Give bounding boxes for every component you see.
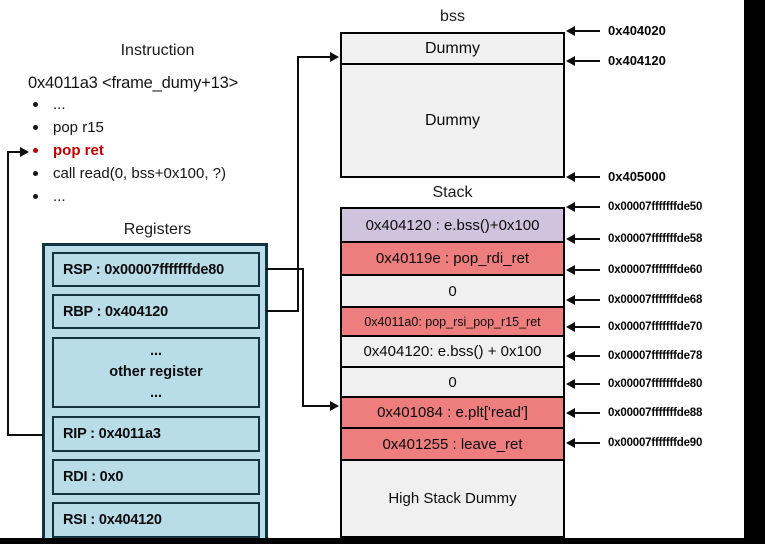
arrow-line bbox=[575, 206, 600, 208]
arrow-left-icon bbox=[566, 351, 575, 361]
instruction-header: 0x4011a3 <frame_dumy+13> bbox=[28, 74, 239, 92]
register-other-label: other register bbox=[109, 364, 203, 380]
register-rsp: RSP : 0x00007fffffffde80 bbox=[52, 252, 260, 287]
arrow-left-icon bbox=[566, 234, 575, 244]
arrow-left-icon bbox=[566, 379, 575, 389]
connector-line bbox=[297, 57, 299, 312]
arrow-right-icon bbox=[330, 52, 339, 62]
instruction-item-label: ... bbox=[53, 188, 66, 205]
arrow-line bbox=[575, 299, 600, 301]
bullet-icon bbox=[33, 125, 38, 130]
stack-address-label: 0x00007fffffffde78 bbox=[608, 350, 703, 362]
stack-row: 0x401084 : e.plt['read'] bbox=[342, 398, 563, 429]
stack-box: 0x404120 : e.bss()+0x100 0x40119e : pop_… bbox=[340, 207, 565, 538]
arrow-left-icon bbox=[566, 172, 575, 182]
stack-address-label: 0x00007fffffffde88 bbox=[608, 407, 703, 419]
connector-line bbox=[302, 268, 304, 407]
connector-line bbox=[297, 56, 331, 58]
arrow-left-icon bbox=[566, 202, 575, 212]
arrow-line bbox=[575, 269, 600, 271]
register-rsi: RSI : 0x404120 bbox=[52, 502, 260, 538]
instruction-item-label: pop ret bbox=[53, 142, 104, 159]
bss-address-label: 0x404020 bbox=[608, 23, 666, 38]
arrow-line bbox=[575, 30, 600, 32]
stack-row: 0x404120: e.bss() + 0x100 bbox=[342, 337, 563, 368]
register-rbp: RBP : 0x404120 bbox=[52, 294, 260, 329]
bss-address-label: 0x404120 bbox=[608, 53, 666, 68]
register-other-ellipsis-bottom: ... bbox=[149, 385, 163, 401]
arrow-left-icon bbox=[566, 295, 575, 305]
instruction-item: ... bbox=[30, 93, 290, 116]
stack-row: High Stack Dummy bbox=[342, 461, 563, 536]
instruction-item-label: call read(0, bss+0x100, ?) bbox=[53, 165, 227, 182]
bullet-icon bbox=[33, 102, 38, 107]
instruction-item-label: pop r15 bbox=[53, 119, 104, 136]
instruction-item: ... bbox=[30, 185, 290, 208]
bss-title: bss bbox=[440, 8, 465, 25]
register-rdi: RDI : 0x0 bbox=[52, 459, 260, 495]
arrow-line bbox=[575, 326, 600, 328]
arrow-right-icon bbox=[330, 401, 339, 411]
arrow-right-icon bbox=[20, 147, 29, 157]
stack-address-label: 0x00007fffffffde70 bbox=[608, 321, 703, 333]
stack-title: Stack bbox=[432, 184, 473, 201]
arrow-left-icon bbox=[566, 56, 575, 66]
instruction-item-current: pop ret bbox=[30, 139, 290, 162]
stack-address-label: 0x00007fffffffde68 bbox=[608, 294, 703, 306]
instruction-item-label: ... bbox=[53, 96, 66, 113]
instruction-item: call read(0, bss+0x100, ?) bbox=[30, 162, 290, 185]
arrow-left-icon bbox=[566, 408, 575, 418]
stack-row: 0 bbox=[342, 276, 563, 308]
stack-row: 0x40119e : pop_rdi_ret bbox=[342, 243, 563, 276]
instruction-list: ... pop r15 pop ret call read(0, bss+0x1… bbox=[30, 93, 290, 208]
bss-box: Dummy Dummy bbox=[340, 32, 565, 178]
bss-address-label: 0x405000 bbox=[608, 169, 666, 184]
stack-row: 0x401255 : leave_ret bbox=[342, 429, 563, 461]
connector-line bbox=[266, 310, 299, 312]
stack-address-label: 0x00007fffffffde58 bbox=[608, 233, 703, 245]
register-rip: RIP : 0x4011a3 bbox=[52, 416, 260, 452]
registers-title: Registers bbox=[123, 221, 192, 238]
arrow-line bbox=[575, 60, 600, 62]
arrow-left-icon bbox=[566, 265, 575, 275]
stack-row: 0x4011a0: pop_rsi_pop_r15_ret bbox=[342, 308, 563, 337]
connector-line bbox=[266, 268, 304, 270]
arrow-line bbox=[575, 412, 600, 414]
instruction-title: Instruction bbox=[120, 42, 195, 59]
frame-edge-bottom bbox=[0, 538, 765, 544]
frame-edge-right bbox=[744, 0, 765, 544]
arrow-line bbox=[575, 442, 600, 444]
arrow-left-icon bbox=[566, 26, 575, 36]
arrow-line bbox=[575, 176, 600, 178]
arrow-left-icon bbox=[566, 322, 575, 332]
connector-line bbox=[7, 151, 9, 436]
bullet-icon bbox=[33, 148, 38, 153]
stack-address-label: 0x00007fffffffde80 bbox=[608, 378, 703, 390]
arrow-left-icon bbox=[566, 438, 575, 448]
arrow-line bbox=[575, 355, 600, 357]
stack-row: 0x404120 : e.bss()+0x100 bbox=[342, 209, 563, 243]
connector-line bbox=[302, 405, 331, 407]
connector-line bbox=[7, 151, 21, 153]
register-other-ellipsis-top: ... bbox=[149, 343, 163, 359]
bullet-icon bbox=[33, 171, 38, 176]
register-other: ... other register ... bbox=[52, 337, 260, 408]
bullet-icon bbox=[33, 194, 38, 199]
instruction-item: pop r15 bbox=[30, 116, 290, 139]
stack-address-label: 0x00007fffffffde60 bbox=[608, 264, 703, 276]
stack-address-label: 0x00007fffffffde90 bbox=[608, 437, 703, 449]
connector-line bbox=[7, 434, 43, 436]
stack-address-label: 0x00007fffffffde50 bbox=[608, 201, 703, 213]
stack-row: 0 bbox=[342, 368, 563, 398]
bss-row: Dummy bbox=[342, 65, 563, 176]
arrow-line bbox=[575, 383, 600, 385]
arrow-line bbox=[575, 238, 600, 240]
bss-row: Dummy bbox=[342, 34, 563, 65]
